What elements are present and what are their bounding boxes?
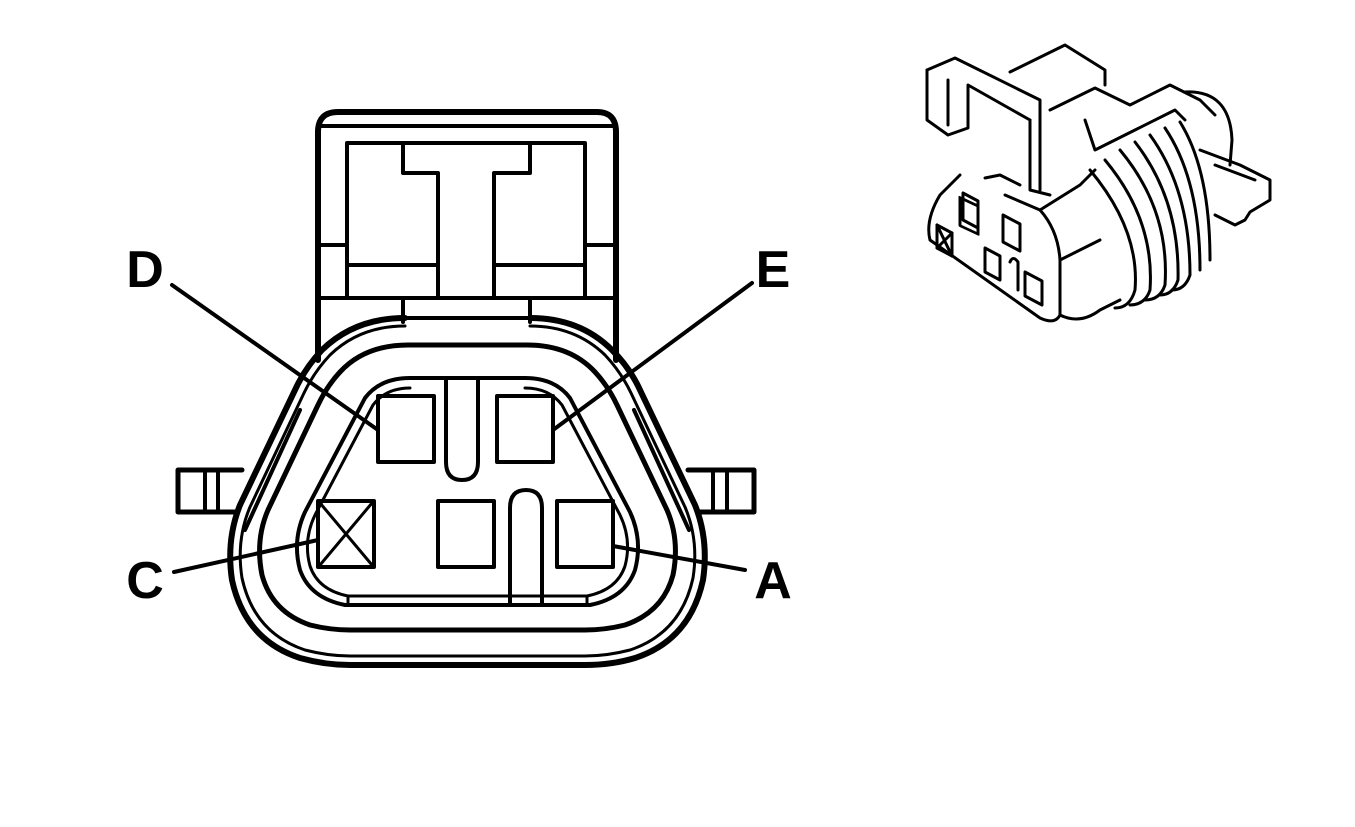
cavity-b xyxy=(436,499,496,569)
label-c: C xyxy=(126,552,164,610)
cavity-c-plugged xyxy=(316,499,376,569)
bottom-key-slot xyxy=(508,488,544,607)
left-side-tab xyxy=(175,467,245,515)
connector-end-view: D E C A xyxy=(126,109,792,668)
label-a: A xyxy=(754,552,792,610)
top-key-slot xyxy=(444,376,480,482)
leader-line-c xyxy=(172,538,320,574)
leader-line-e xyxy=(551,281,754,432)
cavity-e xyxy=(495,394,555,464)
label-e: E xyxy=(756,241,791,299)
label-d: D xyxy=(126,241,164,299)
leader-line-d xyxy=(170,283,380,432)
latch-housing xyxy=(315,109,619,363)
right-side-tab xyxy=(685,467,757,515)
cavity-a xyxy=(555,499,615,569)
cavity-d xyxy=(376,394,436,464)
leader-line-a xyxy=(611,544,747,572)
connector-isometric-view xyxy=(925,43,1272,323)
